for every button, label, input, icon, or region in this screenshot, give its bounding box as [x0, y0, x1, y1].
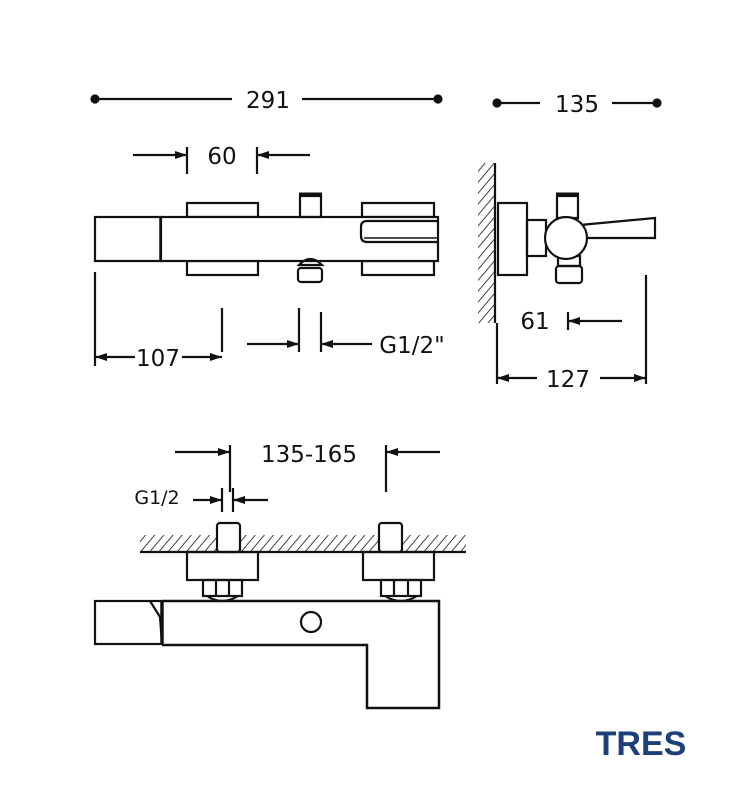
dim-label-135: 135: [555, 92, 599, 118]
dim-label-g12-top: G1/2: [134, 487, 179, 509]
dim-label-127: 127: [546, 367, 590, 393]
dim-label-107: 107: [136, 346, 180, 372]
dimension-135: [492, 98, 662, 108]
side-view-mixer: [478, 163, 657, 323]
tres-logo: TRES: [596, 725, 687, 763]
dim-label-135-165: 135-165: [261, 442, 357, 468]
dim-label-60: 60: [207, 144, 236, 170]
top-view-mixer: [93, 521, 466, 710]
dim-label-61: 61: [520, 309, 549, 335]
front-view-mixer: [93, 192, 440, 284]
dim-label-291: 291: [246, 88, 290, 114]
dimension-291: [90, 94, 443, 104]
dim-label-g12-front: G1/2": [379, 333, 444, 359]
dimension-60: [133, 147, 310, 174]
